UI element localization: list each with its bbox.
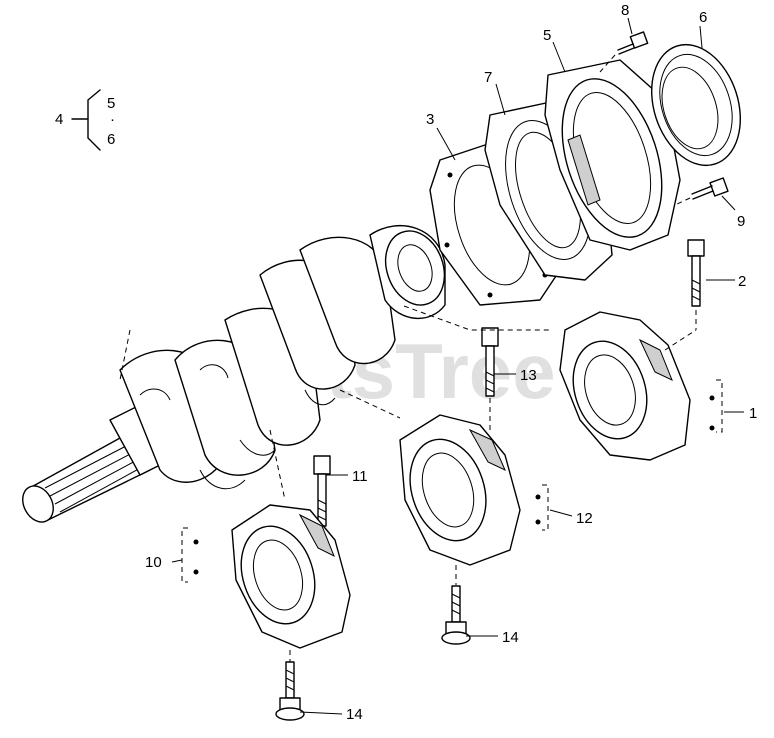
part-14-bolt-upper [441,565,471,645]
callout-12: 12 [576,510,593,527]
part-1-bearing-cap [559,311,691,461]
group-label: 4 [55,111,63,128]
part-12-bearing-cap [399,414,521,566]
callout-14-lower: 14 [346,706,363,723]
callout-1: 1 [749,405,757,422]
group-bracket-4: 4 5 · 6 [55,89,115,151]
callout-9: 9 [737,213,745,230]
callout-numbers: 1 2 3 5 6 7 8 9 10 11 12 13 14 14 [145,2,757,723]
group-member-sep: · [110,111,115,128]
part-2-bolt [687,239,705,330]
callout-2: 2 [738,273,746,290]
group-member-6: 6 [107,131,115,148]
callout-6: 6 [699,9,707,26]
callout-3: 3 [426,111,434,128]
part-5-housing-plate [544,59,681,251]
assembly-lines [119,305,697,501]
part-10-bearing-cap [231,504,351,649]
part-8-bolt [599,31,649,73]
part-14-bolt-lower [275,650,305,721]
callout-7: 7 [484,69,492,86]
group-member-5: 5 [107,95,115,112]
callout-14-upper: 14 [502,629,519,646]
callout-5: 5 [543,27,551,44]
callout-8: 8 [621,2,629,19]
callout-11: 11 [352,468,368,485]
leader-lines [171,17,744,715]
part-6-oil-seal [650,43,742,167]
part-13-bolt [481,327,499,430]
bracket-markers [181,379,723,583]
callout-13: 13 [520,367,537,384]
crankshaft [22,225,446,523]
callout-10: 10 [145,554,162,571]
part-9-bolt [674,177,729,206]
